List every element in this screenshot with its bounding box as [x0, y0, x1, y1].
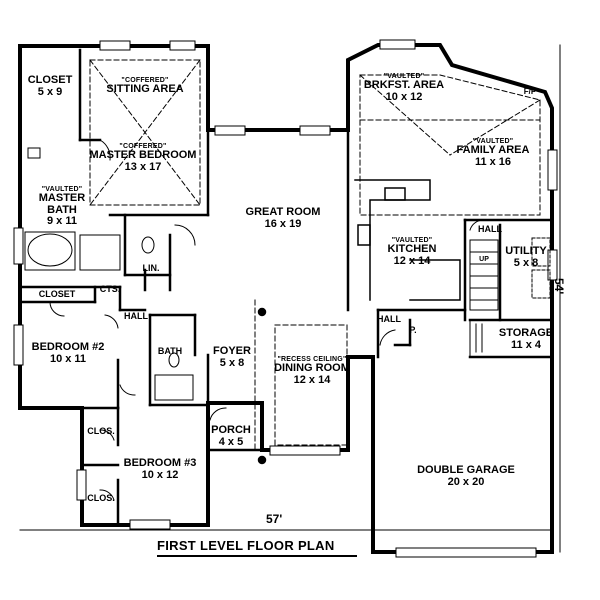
sitting-area-name: SITTING AREA — [106, 83, 184, 96]
clos-upper-name: CLOS. — [87, 426, 115, 436]
bedroom3-name: BEDROOM #3 — [123, 457, 197, 469]
closet-master-dims: 5 x 9 — [37, 85, 63, 98]
depth-dimension: 54' — [552, 278, 566, 295]
master-bedroom-name: MASTER BEDROOM — [89, 149, 197, 162]
hall-left-name: HALL — [124, 311, 148, 321]
bath-label: BATH — [157, 346, 183, 356]
master-bath-label: "VAULTED" MASTER BATH 9 x 11 — [39, 186, 85, 228]
closet-hall-name: CLOSET — [38, 289, 76, 299]
dimension-lines — [19, 44, 561, 553]
porch-label: PORCH 4 x 5 — [211, 424, 251, 448]
family-area-name: FAMILY AREA — [456, 144, 530, 157]
porch-dims: 4 x 5 — [218, 435, 244, 448]
stairs — [469, 239, 499, 358]
hall-left-label: HALL — [124, 311, 148, 321]
master-bath-name: MASTER — [38, 192, 86, 205]
great-room-name: GREAT ROOM — [245, 206, 321, 218]
lin-label: LIN. — [142, 263, 160, 273]
dining-room-label: "RECESS CEILING" DINING ROOM 12 x 14 — [274, 356, 350, 386]
master-bath-dims: 9 x 11 — [47, 215, 77, 228]
clos-lower-label: CLOS. — [87, 493, 115, 503]
kitchen-name: KITCHEN — [387, 243, 437, 256]
porch-columns — [257, 307, 267, 465]
pantry-name: P. — [409, 325, 417, 335]
storage-dims: 11 x 4 — [511, 338, 541, 351]
foyer-name: FOYER — [213, 345, 251, 357]
kitchen-label: "VAULTED" KITCHEN 12 x 14 — [388, 237, 437, 267]
family-area-label: "VAULTED" FAMILY AREA 11 x 16 — [457, 138, 530, 168]
utility-name: UTILITY — [505, 245, 547, 257]
utility-label: UTILITY 5 x 8 — [505, 245, 547, 269]
plan-title: FIRST LEVEL FLOOR PLAN — [157, 538, 335, 553]
foyer-dims: 5 x 8 — [219, 356, 245, 369]
cts-label: CTS. — [99, 284, 121, 294]
hall-mid-label: HALL — [377, 314, 401, 324]
brkfst-area-name: BRKFST. AREA — [363, 79, 445, 92]
bedroom2-label: BEDROOM #2 10 x 11 — [31, 341, 105, 365]
great-room-label: GREAT ROOM 16 x 19 — [245, 206, 321, 230]
garage-name: DOUBLE GARAGE — [417, 464, 515, 476]
brkfst-area-dims: 10 x 12 — [385, 90, 423, 103]
hall-right-name: HALL — [478, 224, 502, 234]
kitchen-dims: 12 x 14 — [393, 254, 431, 267]
closet-master-name: CLOSET — [27, 74, 73, 86]
master-bedroom-label: "COFFERED" MASTER BEDROOM 13 x 17 — [90, 143, 197, 173]
clos-lower-name: CLOS. — [87, 493, 115, 503]
brkfst-area-qualifier: "VAULTED" — [383, 73, 425, 80]
utility-dims: 5 x 8 — [513, 256, 539, 269]
fp-name: F/P — [523, 87, 537, 96]
windows — [13, 39, 558, 558]
great-room-dims: 16 x 19 — [264, 217, 302, 230]
family-area-qualifier: "VAULTED" — [472, 138, 514, 145]
bath-name: BATH — [157, 346, 183, 356]
family-area-dims: 11 x 16 — [474, 155, 512, 168]
bedroom3-dims: 10 x 12 — [141, 468, 179, 481]
width-dimension: 57' — [266, 512, 283, 526]
cts-name: CTS. — [99, 284, 121, 294]
garage-dims: 20 x 20 — [447, 475, 485, 488]
clos-upper-label: CLOS. — [87, 426, 115, 436]
storage-name: STORAGE — [498, 327, 554, 339]
foyer-label: FOYER 5 x 8 — [213, 345, 251, 369]
master-bath-name2: BATH — [47, 203, 77, 216]
master-bedroom-dims: 13 x 17 — [124, 160, 162, 173]
sitting-area-qualifier: "COFFERED" — [121, 77, 169, 84]
lin-name: LIN. — [142, 263, 160, 273]
hall-right-label: HALL — [478, 224, 502, 234]
kitchen-counters — [354, 179, 461, 301]
hall-mid-name: HALL — [377, 314, 401, 324]
storage-label: STORAGE 11 x 4 — [498, 327, 554, 351]
sitting-area-label: "COFFERED" SITTING AREA — [106, 77, 183, 96]
garage-label: DOUBLE GARAGE 20 x 20 — [417, 464, 515, 488]
bath-fixtures — [24, 147, 194, 401]
bedroom2-dims: 10 x 11 — [49, 352, 87, 365]
dining-room-qualifier: "RECESS CEILING" — [277, 356, 347, 363]
ceiling-lines — [89, 59, 541, 451]
porch-name: PORCH — [211, 424, 251, 436]
closet-hall-label: CLOSET — [38, 289, 76, 299]
interior-walls — [18, 48, 554, 527]
utility-appliances — [531, 237, 551, 299]
master-bath-qualifier: "VAULTED" — [41, 186, 83, 193]
pantry-label: P. — [409, 325, 417, 335]
dining-room-dims: 12 x 14 — [293, 373, 331, 386]
bedroom2-name: BEDROOM #2 — [31, 341, 105, 353]
master-bedroom-qualifier: "COFFERED" — [119, 143, 167, 150]
up-name: UP — [479, 256, 489, 263]
door-swings — [49, 139, 485, 501]
dining-room-name: DINING ROOM — [274, 362, 350, 375]
plan-title-underline — [157, 555, 357, 557]
up-label: UP — [479, 256, 489, 263]
bedroom3-label: BEDROOM #3 10 x 12 — [123, 457, 197, 481]
brkfst-area-label: "VAULTED" BRKFST. AREA 10 x 12 — [364, 73, 444, 103]
closet-master-label: CLOSET 5 x 9 — [27, 74, 73, 98]
fp-label: F/P — [523, 87, 537, 96]
kitchen-qualifier: "VAULTED" — [391, 237, 433, 244]
